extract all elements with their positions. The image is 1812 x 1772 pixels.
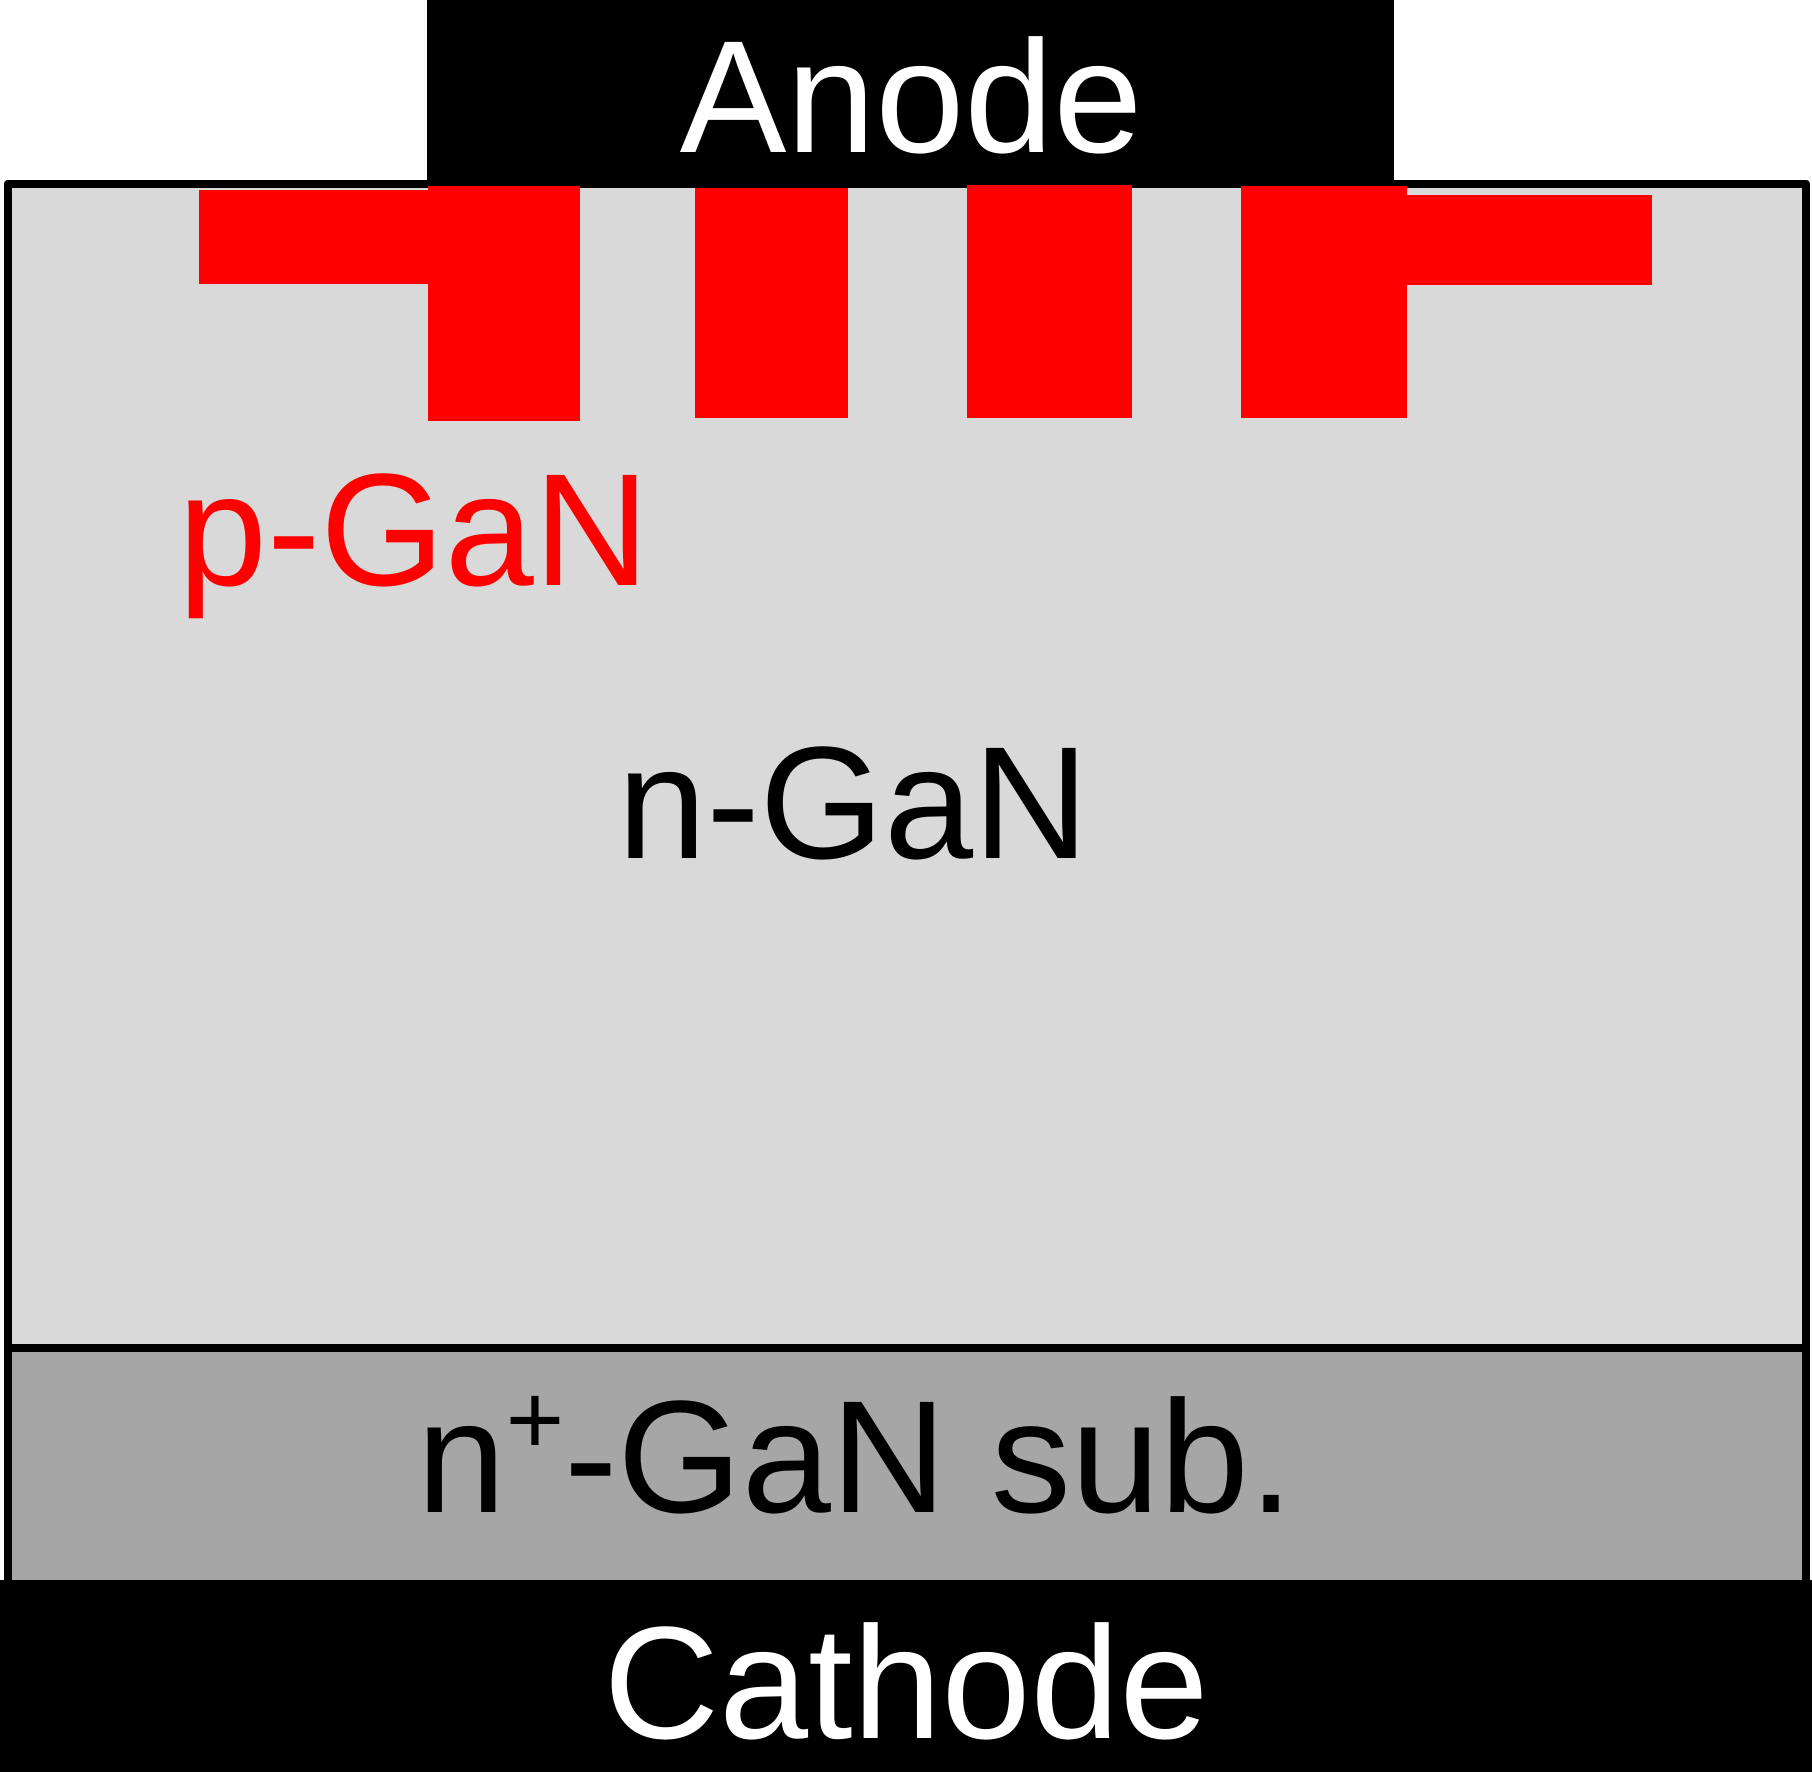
p-gan-right-extension xyxy=(1405,195,1652,285)
p-gan-finger-4 xyxy=(1241,186,1407,418)
p-gan-finger-2 xyxy=(695,188,848,418)
n-gan-label: n-GaN xyxy=(617,713,1088,892)
p-gan-finger-3 xyxy=(967,185,1132,418)
cathode-contact xyxy=(0,1580,1812,1772)
substrate-label-rest: -GaN sub. xyxy=(564,1367,1293,1546)
n-gan-drift-layer xyxy=(8,184,1806,1348)
p-gan-finger-1 xyxy=(428,186,580,421)
anode-label: Anode xyxy=(680,7,1143,186)
p-gan-left-extension xyxy=(199,190,429,284)
cathode-label: Cathode xyxy=(604,1593,1209,1772)
p-gan-regions xyxy=(199,185,1652,421)
substrate-label-superscript: + xyxy=(506,1364,564,1476)
substrate-label-base: n xyxy=(417,1367,506,1546)
n-plus-gan-substrate xyxy=(8,1348,1806,1580)
anode-contact xyxy=(427,0,1394,184)
p-gan-label: p-GaN xyxy=(178,440,649,619)
substrate-label: n+-GaN sub. xyxy=(417,1364,1294,1546)
